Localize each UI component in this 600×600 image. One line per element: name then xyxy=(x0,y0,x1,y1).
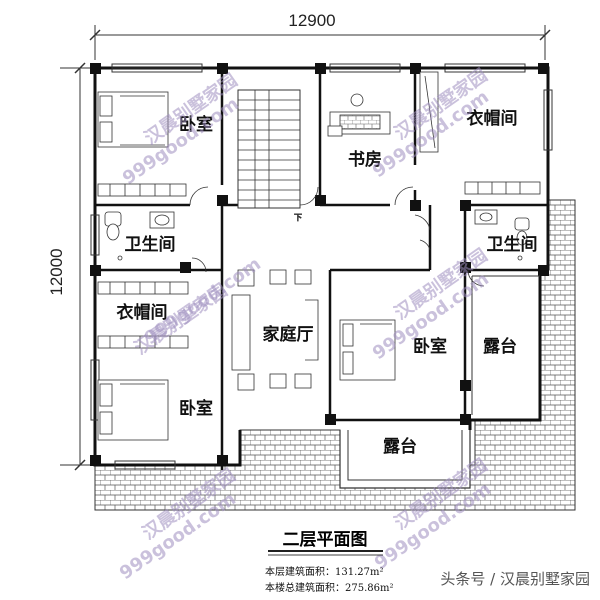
terrace-east-outline xyxy=(471,275,540,415)
plan-title: 二层平面图 xyxy=(283,530,368,550)
wardrobe-ne xyxy=(419,71,541,195)
label-bathroom-w: 卫生间 xyxy=(125,234,176,255)
source-tag: 头条号 / 汉晨别墅家园 xyxy=(440,570,590,588)
bathroom-e-fixtures xyxy=(474,209,530,261)
label-cloakroom-w: 衣帽间 xyxy=(117,302,168,323)
label-bathroom-e: 卫生间 xyxy=(487,234,538,255)
roof-area xyxy=(94,199,576,511)
label-cloakroom-ne: 衣帽间 xyxy=(467,108,518,129)
bed-center xyxy=(339,319,396,381)
label-terrace-east: 露台 xyxy=(483,336,517,357)
dimension-top: 12900 xyxy=(89,11,551,60)
drawing-title: 二层平面图 本层建筑面积：131.27m² 本楼总建筑面积：275.86m² xyxy=(265,530,393,594)
dimension-left: 12000 xyxy=(47,62,95,471)
study-desk xyxy=(327,93,391,137)
label-bedroom-sw: 卧室 xyxy=(179,398,213,419)
width-dimension: 12900 xyxy=(288,11,335,30)
sofa-set xyxy=(231,269,319,391)
bathroom-w-fixtures xyxy=(104,211,175,261)
bed-sw xyxy=(97,379,169,441)
label-bedroom-center: 卧室 xyxy=(413,336,447,357)
label-bedroom-nw: 卧室 xyxy=(179,114,213,135)
floor-area-note: 本层建筑面积：131.27m² xyxy=(265,565,383,578)
bed-nw xyxy=(97,91,187,197)
staircase: 下 xyxy=(237,89,302,222)
interior-walls xyxy=(95,66,548,470)
label-study: 书房 xyxy=(348,149,382,170)
wardrobe-w xyxy=(97,281,189,349)
label-family-hall: 家庭厅 xyxy=(263,324,314,345)
label-terrace-south: 露台 xyxy=(383,436,417,457)
doors xyxy=(189,186,485,287)
height-dimension: 12000 xyxy=(47,248,66,295)
total-area-note: 本楼总建筑面积：275.86m² xyxy=(265,581,393,594)
stair-down-label: 下 xyxy=(294,213,302,222)
columns xyxy=(90,63,549,466)
room-labels: 卧室 书房 衣帽间 卫生间 卫生间 衣帽间 家庭厅 卧室 露台 卧室 露台 xyxy=(117,108,538,457)
